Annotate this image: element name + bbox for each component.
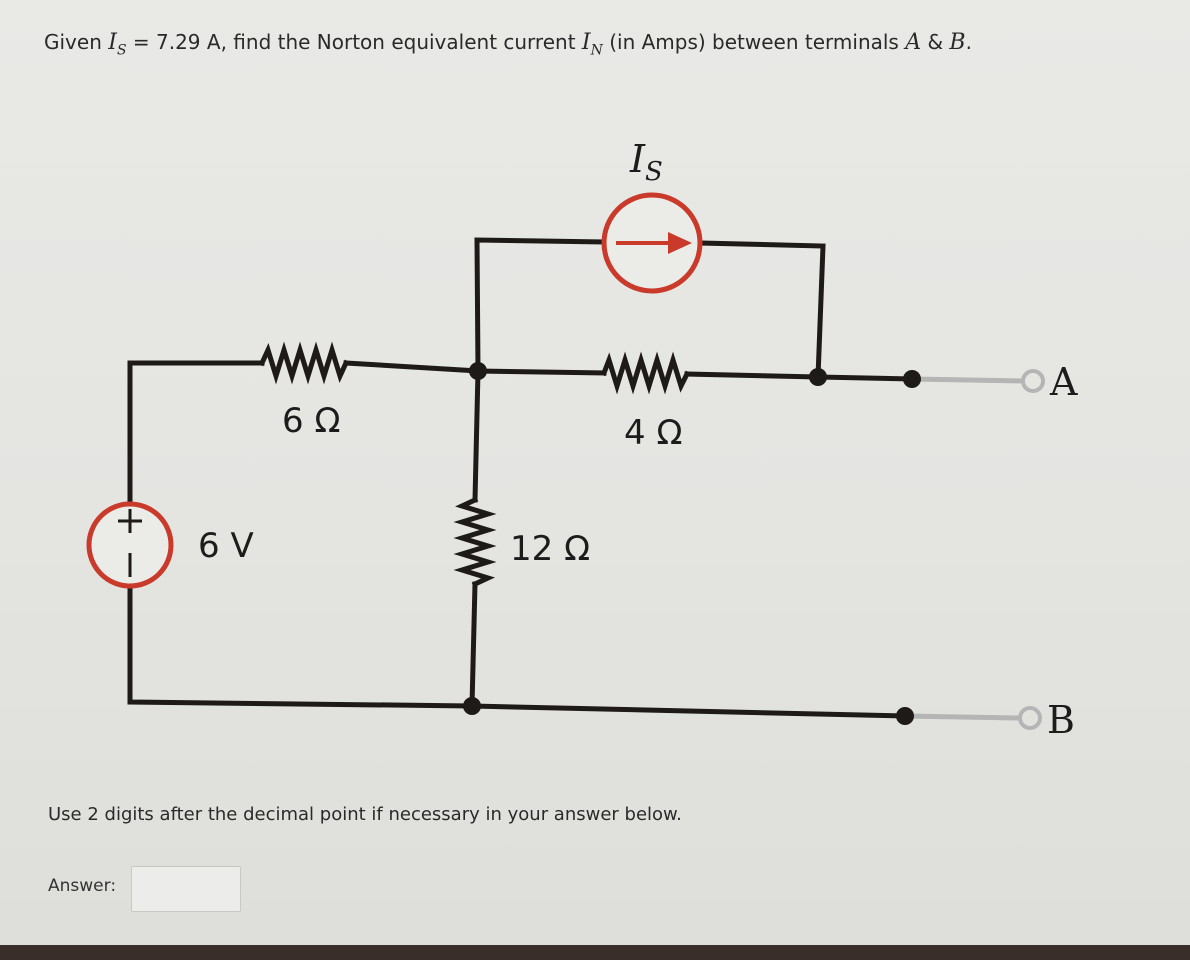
wire-node-r3 xyxy=(472,368,481,503)
current-arrow-icon xyxy=(668,232,692,254)
question-ampersand: & xyxy=(921,30,950,54)
wire-r1-node xyxy=(343,360,481,374)
wire-cs-left xyxy=(474,237,606,374)
node-top-middle xyxy=(469,362,487,380)
r1-label: 6 Ω xyxy=(282,401,340,441)
lead-a xyxy=(911,376,1024,384)
wire-bottom xyxy=(127,582,908,719)
node-bottom-middle xyxy=(463,697,481,715)
current-source xyxy=(601,192,703,294)
resistor-4ohm xyxy=(600,351,691,395)
voltage-source-circle xyxy=(86,501,174,589)
vs-label: 6 V xyxy=(198,526,254,566)
resistor-12ohm xyxy=(453,496,497,588)
screen-bezel xyxy=(0,945,1190,960)
question-terminal-a: A xyxy=(905,30,922,55)
terminal-b-label: B xyxy=(1047,698,1075,742)
in-symbol: IN xyxy=(581,30,603,59)
wire-r2-terminal xyxy=(684,371,915,382)
r2-label: 4 Ω xyxy=(624,413,682,453)
resistor-6ohm xyxy=(258,341,350,385)
voltage-source xyxy=(86,501,174,589)
terminal-a-circle xyxy=(1021,369,1045,393)
wire-node-r2 xyxy=(475,368,607,376)
question-given-value: = 7.29 A, find the Norton equivalent cur… xyxy=(126,30,582,54)
wire-cs-right xyxy=(698,240,826,380)
answer-input[interactable] xyxy=(131,866,241,912)
wire-r3-bottom xyxy=(469,581,478,709)
wire-left-top xyxy=(127,360,265,508)
terminal-a-label: A xyxy=(1049,360,1078,404)
question-terminal-b: B xyxy=(949,30,966,55)
question-middle: (in Amps) between terminals xyxy=(602,30,906,54)
answer-label: Answer: xyxy=(48,876,117,896)
is-symbol: IS xyxy=(108,30,127,59)
question-text: Given IS = 7.29 A, find the Norton equiv… xyxy=(44,30,1164,58)
terminal-leads xyxy=(904,376,1024,721)
circuit-nodes xyxy=(463,362,921,725)
question-end: . xyxy=(965,30,972,54)
terminal-b-circle xyxy=(1018,706,1042,730)
node-top-right xyxy=(809,368,827,386)
r3-label: 12 Ω xyxy=(510,529,590,569)
is-label: IS xyxy=(629,137,663,187)
node-terminal-b xyxy=(896,707,914,725)
question-prefix: Given xyxy=(44,30,109,54)
circuit-wires xyxy=(127,237,915,719)
node-terminal-a xyxy=(903,370,921,388)
instruction-text: Use 2 digits after the decimal point if … xyxy=(48,804,682,825)
lead-b xyxy=(904,713,1021,721)
